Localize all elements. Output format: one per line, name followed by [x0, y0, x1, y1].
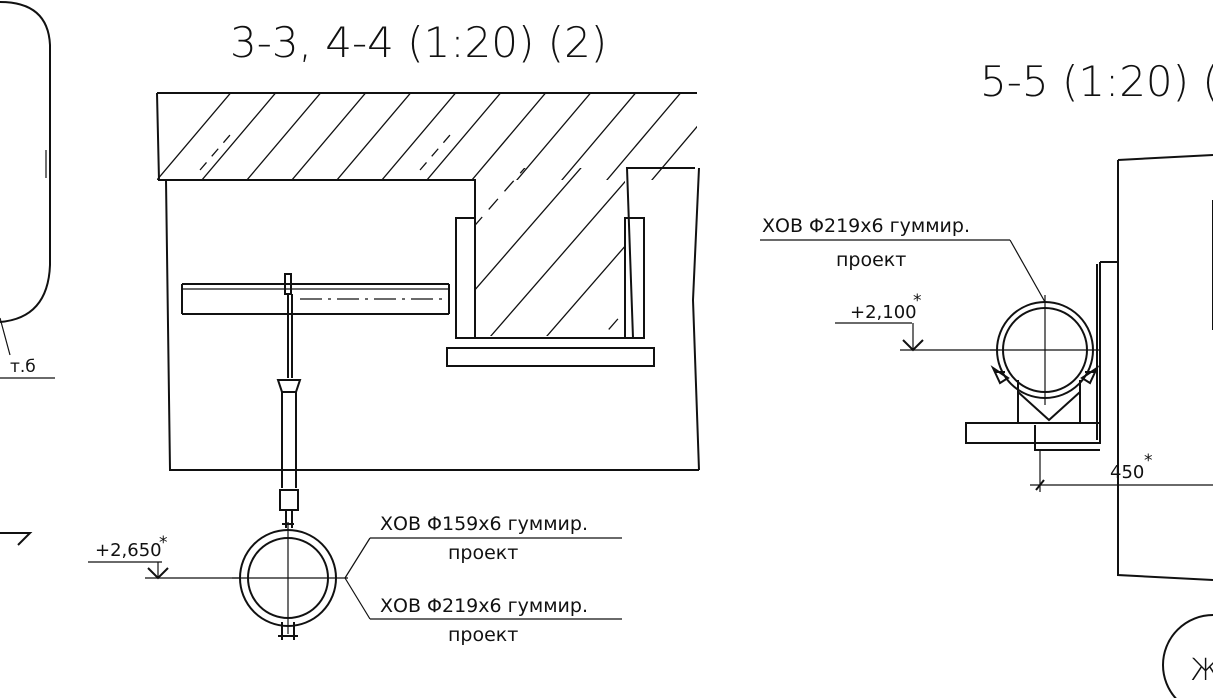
callout-159-status: проект	[448, 542, 518, 564]
callout-5-5-status: проект	[836, 249, 906, 271]
top-slab	[156, 92, 697, 339]
section-3-4: 3-3, 4-4 (1:20) (2)	[88, 18, 700, 646]
callout-159: ХОВ Φ159х6 гуммир. проект	[344, 513, 622, 579]
room-right-outline	[691, 167, 700, 471]
callout-219-pipe: ХОВ Φ219х6 гуммир.	[380, 595, 588, 617]
callout-5-5-pipe: ХОВ Φ219х6 гуммир.	[762, 215, 970, 237]
callout-219-status: проект	[448, 624, 518, 646]
dimension-450: 450 *	[1030, 450, 1213, 492]
slab-hatching	[157, 93, 697, 180]
elevation-star-5-5: *	[913, 291, 922, 311]
dimension-value: 450	[1110, 462, 1144, 483]
left-label: т.б	[10, 357, 36, 377]
left-leader-line	[0, 317, 11, 356]
left-rounded-outline	[0, 1, 51, 323]
channel-bracket	[446, 217, 655, 367]
elevation-star: *	[159, 533, 168, 553]
left-elevation-mark	[0, 532, 33, 546]
hanger-rod	[276, 273, 302, 528]
elevation-mark-2650: +2,650 *	[88, 533, 240, 580]
callout-219: ХОВ Φ219х6 гуммир. проект	[344, 577, 622, 646]
beam-hatching	[475, 168, 625, 336]
section-5-5: 5-5 (1:20) (	[760, 57, 1213, 698]
section-5-5-title: 5-5 (1:20) (	[980, 57, 1213, 106]
room-bottom-outline	[165, 179, 699, 471]
elevation-value: +2,650	[95, 540, 162, 561]
section-3-4-title: 3-3, 4-4 (1:20) (2)	[230, 18, 607, 67]
support-plate	[965, 380, 1101, 444]
axis-letter: Ж	[1190, 653, 1213, 688]
callout-5-5: ХОВ Φ219х6 гуммир. проект	[760, 215, 1046, 303]
elevation-mark-2100: +2,100 *	[835, 291, 1000, 352]
callout-159-pipe: ХОВ Φ159х6 гуммир.	[380, 513, 588, 535]
horizontal-pipe	[181, 283, 450, 315]
dimension-star: *	[1144, 451, 1153, 471]
pipe-section	[232, 522, 348, 640]
pipe-section-5-5	[990, 295, 1100, 405]
axis-bubble: Ж	[1162, 614, 1213, 698]
elevation-value-5-5: +2,100	[850, 302, 917, 323]
column-5-5	[1034, 154, 1213, 581]
left-fragment: т.б	[0, 1, 55, 546]
